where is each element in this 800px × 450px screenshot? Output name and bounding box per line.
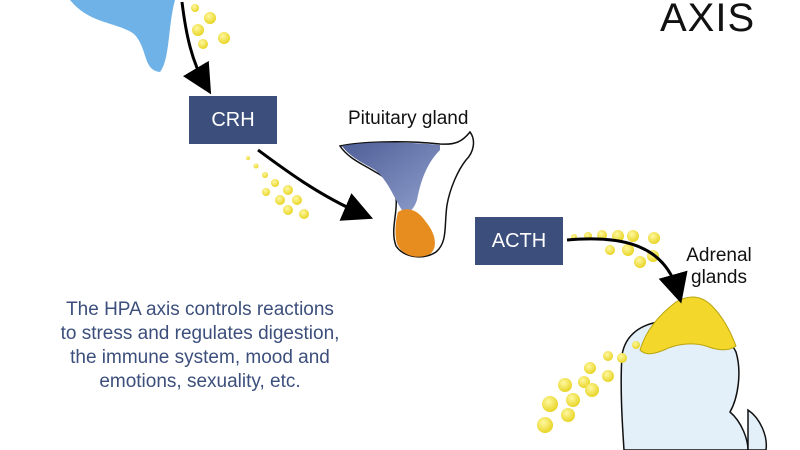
hypothalamus-shape bbox=[70, 0, 175, 72]
hormone-dots-adrenal bbox=[537, 341, 640, 433]
crh-box: CRH bbox=[189, 96, 277, 144]
hormone-dots-top bbox=[191, 4, 230, 49]
arrow-hypothalamus-to-crh bbox=[180, 1, 212, 95]
acth-box: ACTH bbox=[475, 217, 563, 265]
arrow-crh-to-pituitary bbox=[257, 148, 374, 221]
description-line: emotions, sexuality, etc. bbox=[99, 371, 301, 392]
hpa-description: The HPA axis controls reactions to stres… bbox=[50, 298, 350, 394]
arrow-acth-to-adrenal bbox=[566, 237, 688, 304]
description-line: the immune system, mood and bbox=[70, 347, 330, 368]
description-line: to stress and regulates digestion, bbox=[60, 323, 340, 344]
axis-title: AXIS bbox=[660, 0, 756, 40]
adrenal-glands-label: Adrenal glands bbox=[684, 245, 754, 289]
pituitary-gland-shape bbox=[338, 130, 475, 258]
adrenal-label-line1: Adrenal bbox=[686, 245, 752, 266]
description-line: The HPA axis controls reactions bbox=[66, 299, 334, 320]
adrenal-label-line2: glands bbox=[691, 267, 747, 288]
hormone-dots-crh bbox=[246, 156, 309, 219]
pituitary-gland-label: Pituitary gland bbox=[348, 108, 469, 129]
hormone-dots-acth bbox=[571, 230, 660, 268]
